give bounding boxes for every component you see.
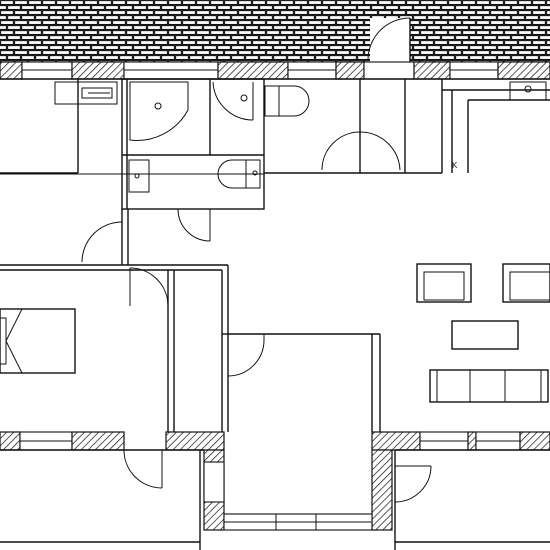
lower-doors: [123, 449, 432, 503]
kitchen-label: K: [452, 161, 458, 170]
kitchen-corner: K: [442, 81, 550, 173]
center-room: [222, 333, 381, 432]
top-exterior-wall: [0, 61, 550, 80]
left-upper-room: [0, 79, 118, 174]
terrace-door: [367, 17, 411, 62]
wc-rooms: [0, 81, 310, 242]
hallway: [81, 79, 443, 265]
lower-balcony: [0, 449, 550, 550]
bathroom-shower: [121, 78, 265, 210]
bedroom: [0, 264, 229, 432]
living-room-furniture: [416, 263, 550, 403]
lower-exterior-wall: [0, 431, 550, 451]
brick-facade: [0, 0, 550, 64]
